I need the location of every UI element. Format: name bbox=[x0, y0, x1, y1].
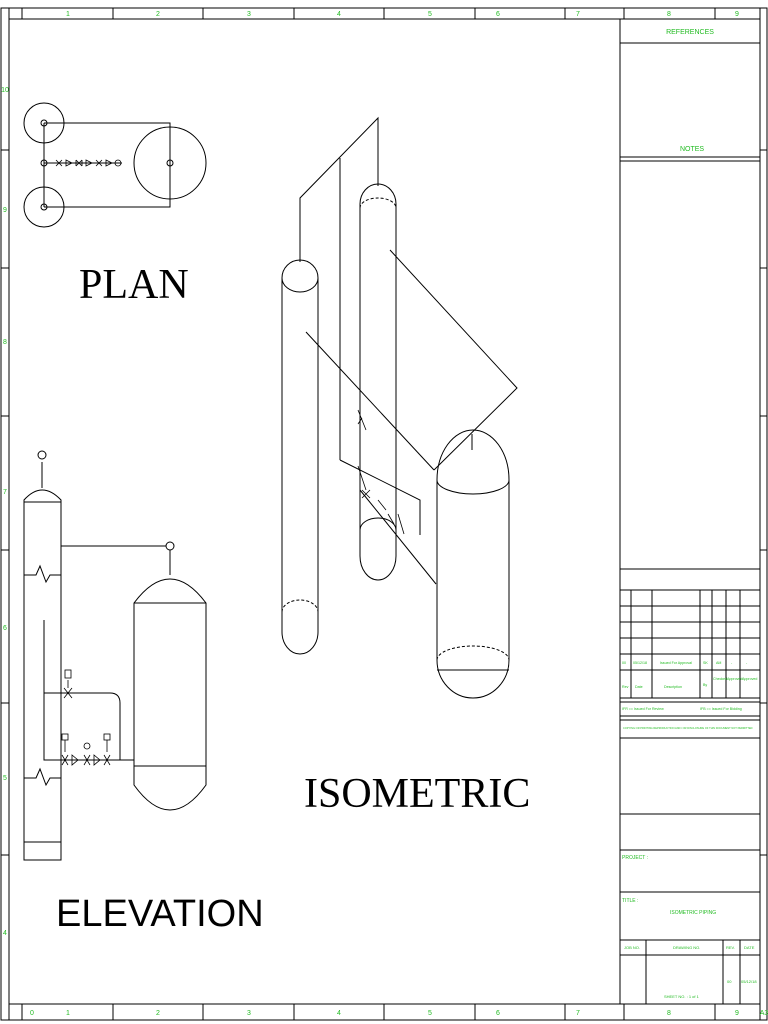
rev-label: REV. bbox=[726, 945, 735, 950]
revision-header-date: Date bbox=[635, 685, 643, 689]
isometric-view: ISOMETRIC bbox=[281, 116, 530, 817]
issue-code-ifr: IFR == Issued For Review bbox=[622, 707, 664, 711]
left-number: 6 bbox=[3, 625, 7, 632]
elevation-column bbox=[23, 489, 62, 861]
sheet-size-label: A3 bbox=[760, 1010, 768, 1017]
top-number: 2 bbox=[156, 11, 160, 18]
top-number: 4 bbox=[337, 11, 341, 18]
revision-description: Issued For Approval bbox=[660, 661, 692, 665]
bottom-number: 0 bbox=[30, 1010, 34, 1017]
iso-vessel-right bbox=[436, 429, 510, 699]
revision-date: 05/12/18 bbox=[633, 661, 647, 665]
job-no-label: JOB NO. bbox=[624, 945, 640, 950]
top-number: 5 bbox=[428, 11, 432, 18]
top-number: 1 bbox=[66, 11, 70, 18]
bottom-number: 6 bbox=[496, 1010, 500, 1017]
bottom-number: 5 bbox=[428, 1010, 432, 1017]
elevation-valves bbox=[61, 669, 111, 766]
revision-header-rev: Rev bbox=[622, 685, 629, 689]
revision-approved: - bbox=[731, 661, 733, 665]
left-number: 9 bbox=[3, 207, 7, 214]
revision-checked: AM bbox=[716, 661, 721, 665]
title-block bbox=[619, 19, 760, 1004]
bottom-number: 7 bbox=[576, 1010, 580, 1017]
revision-header-approved: Approved bbox=[727, 677, 742, 681]
sheet-number: SHEET NO. : 1 of 1 bbox=[664, 994, 700, 999]
left-number: 5 bbox=[3, 775, 7, 782]
isometric-title: ISOMETRIC bbox=[304, 771, 530, 817]
revision-rev: 00 bbox=[622, 661, 626, 665]
bottom-number: 3 bbox=[247, 1010, 251, 1017]
iso-valves bbox=[357, 409, 405, 535]
issue-code-ifb: IFB == Issued For Bidding bbox=[700, 707, 742, 711]
top-number: 8 bbox=[667, 11, 671, 18]
top-number: 9 bbox=[735, 11, 739, 18]
disclaimer-text: COPYING OR PRINTING REPRODUCTION AND / O… bbox=[623, 726, 753, 730]
bottom-number: 1 bbox=[66, 1010, 70, 1017]
bottom-number: 4 bbox=[337, 1010, 341, 1017]
notes-label: NOTES bbox=[680, 146, 704, 153]
date-label: DATE bbox=[744, 945, 755, 950]
revision-header-description: Description bbox=[664, 685, 682, 689]
bottom-number: 9 bbox=[735, 1010, 739, 1017]
revision-header-checked: Checked bbox=[713, 677, 727, 681]
title-label: TITLE : bbox=[622, 898, 638, 904]
left-number: 4 bbox=[3, 930, 7, 937]
left-number: 8 bbox=[3, 339, 7, 346]
revision-by: SK bbox=[703, 661, 708, 665]
date-value: 05/12/18 bbox=[741, 979, 757, 984]
left-number: 10 bbox=[1, 87, 9, 94]
bottom-number: 2 bbox=[156, 1010, 160, 1017]
plan-view: PLAN bbox=[23, 102, 207, 308]
revision-approved: - bbox=[746, 661, 748, 665]
plan-valve-train bbox=[55, 159, 122, 167]
top-number: 6 bbox=[496, 11, 500, 18]
project-label: PROJECT : bbox=[622, 855, 648, 861]
top-number: 7 bbox=[576, 11, 580, 18]
iso-vessel-left bbox=[281, 259, 319, 655]
plan-title: PLAN bbox=[79, 262, 189, 308]
sheet-border bbox=[0, 7, 768, 1021]
elevation-vessel bbox=[133, 578, 207, 811]
top-number: 3 bbox=[247, 11, 251, 18]
references-label: REFERENCES bbox=[666, 29, 714, 36]
bottom-number: 8 bbox=[667, 1010, 671, 1017]
left-number: 7 bbox=[3, 489, 7, 496]
revision-header-by: By bbox=[703, 683, 707, 687]
revision-header-approved: Approved bbox=[742, 677, 757, 681]
title-value: ISOMETRIC PIPING bbox=[670, 910, 716, 916]
rev-value: 00 bbox=[727, 979, 732, 984]
elevation-view: ELEVATION bbox=[23, 450, 264, 935]
iso-vessel-middle bbox=[359, 183, 397, 581]
drawing-no-label: DRAWING NO. bbox=[673, 945, 700, 950]
elevation-title: ELEVATION bbox=[56, 893, 264, 935]
